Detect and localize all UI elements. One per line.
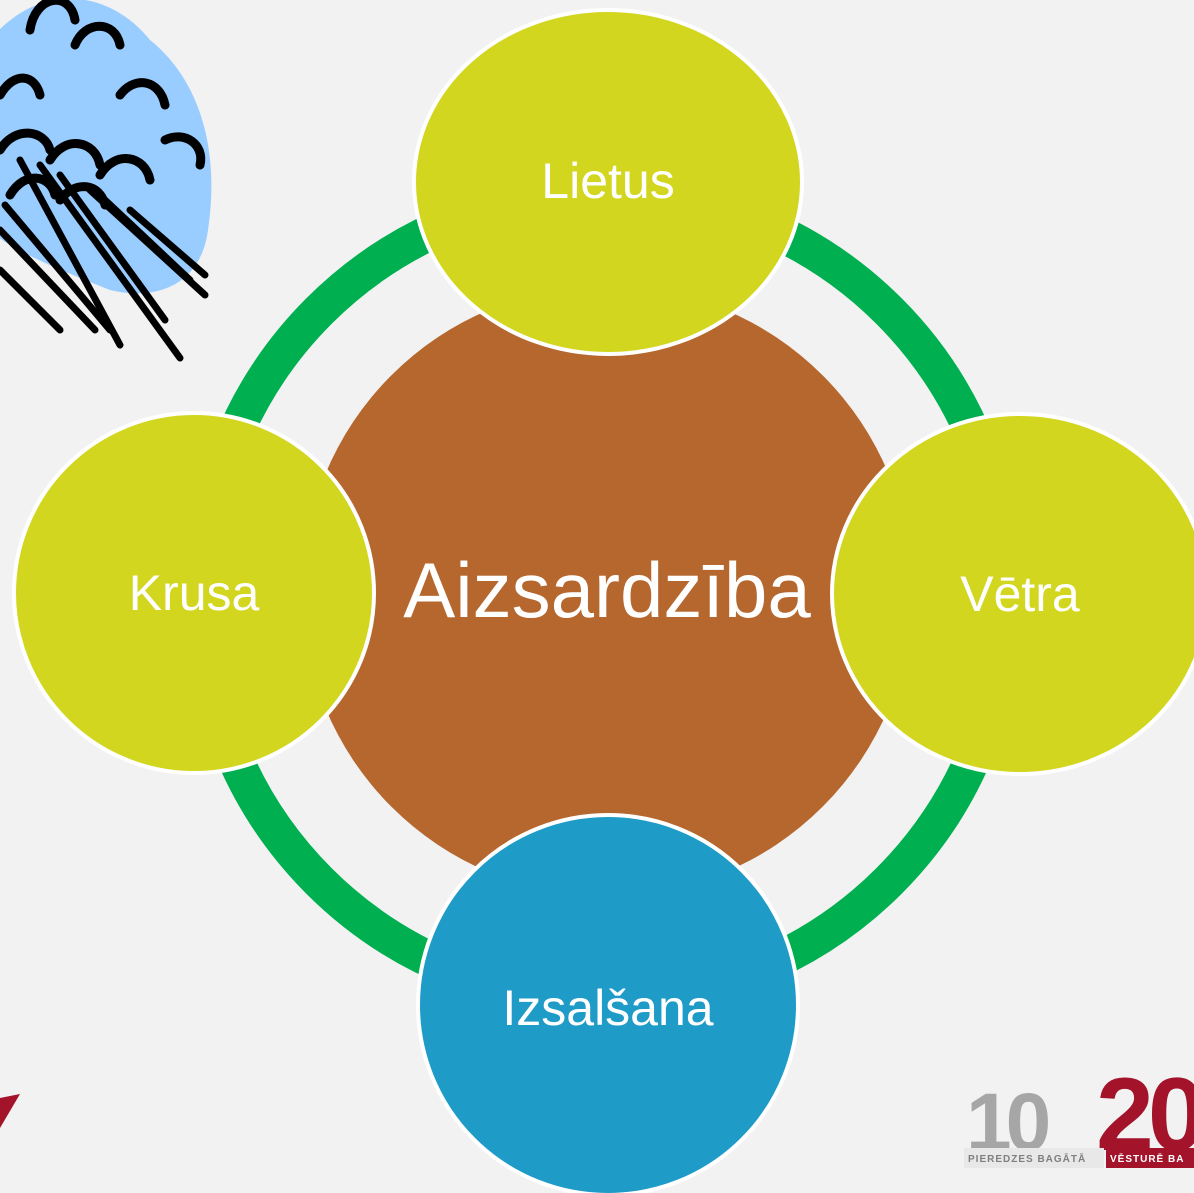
node-top: Lietus [412,8,804,356]
node-left: Krusa [12,411,376,775]
logo-tagline-right: VĒSTURĒ BA [1110,1153,1184,1165]
center-node: Aizsardzība [302,286,912,896]
node-top-label: Lietus [541,153,674,209]
node-right-label: Vētra [960,566,1080,622]
node-bottom-label: Izsalšana [502,980,713,1036]
rain-cloud-icon [0,0,212,362]
logo: 10 20 PIEREDZES BAGĀTĀ VĒSTURĒ BA [964,1057,1194,1173]
node-left-label: Krusa [129,565,260,621]
center-label: Aizsardzība [403,546,811,634]
node-bottom: Izsalšana [416,813,800,1193]
node-right: Vētra [830,412,1194,776]
logo-tagline-left: PIEREDZES BAGĀTĀ [968,1153,1086,1165]
corner-mark-icon [0,1094,20,1128]
